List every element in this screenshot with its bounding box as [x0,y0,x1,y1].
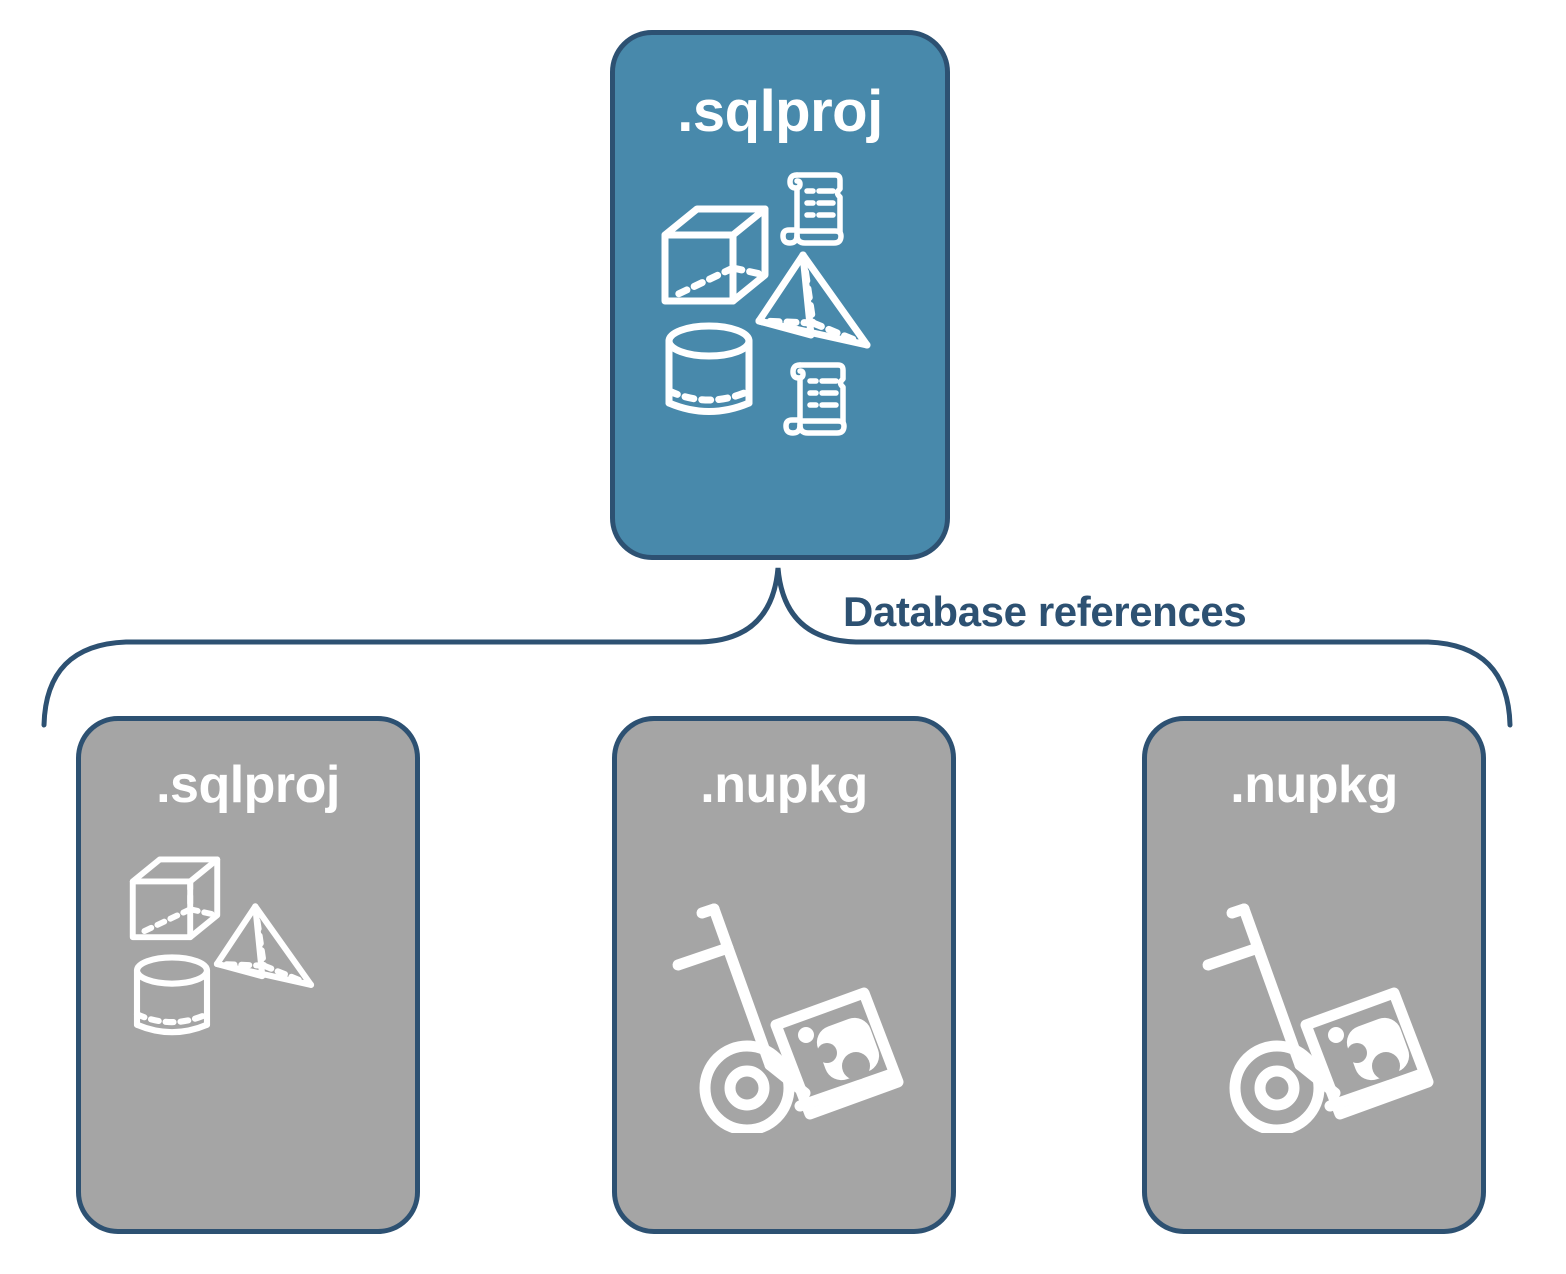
script-scroll-icon [780,172,844,246]
cube-wireframe-icon [129,856,221,941]
node-sqlproj-root-label: .sqlproj [677,79,883,144]
node-nupkg-2[interactable]: .nupkg [1142,716,1486,1234]
cube-wireframe-icon [661,205,769,305]
cylinder-wireframe-icon [133,954,211,1036]
cylinder-wireframe-icon [665,322,753,415]
node-nupkg-1-label: .nupkg [700,756,868,814]
node-sqlproj-root[interactable]: .sqlproj [610,30,950,560]
node-sqlproj-reference-label: .sqlproj [156,756,340,814]
node-nupkg-1[interactable]: .nupkg [612,716,956,1234]
pyramid-wireframe-icon [755,251,871,349]
node-nupkg-2-label: .nupkg [1230,756,1398,814]
sqlproj-reference-icon-group [98,821,398,1161]
script-scroll-icon [783,362,847,436]
node-sqlproj-reference[interactable]: .sqlproj [76,716,420,1234]
pyramid-wireframe-icon [213,903,315,988]
nupkg-2-icon-group [1164,821,1464,1161]
root-icon-group [655,167,905,437]
nupkg-1-icon-group [634,821,934,1161]
hand-truck-package-icon [1202,903,1434,1133]
bracket-label: Database references [843,588,1247,635]
hand-truck-package-icon [672,903,904,1133]
